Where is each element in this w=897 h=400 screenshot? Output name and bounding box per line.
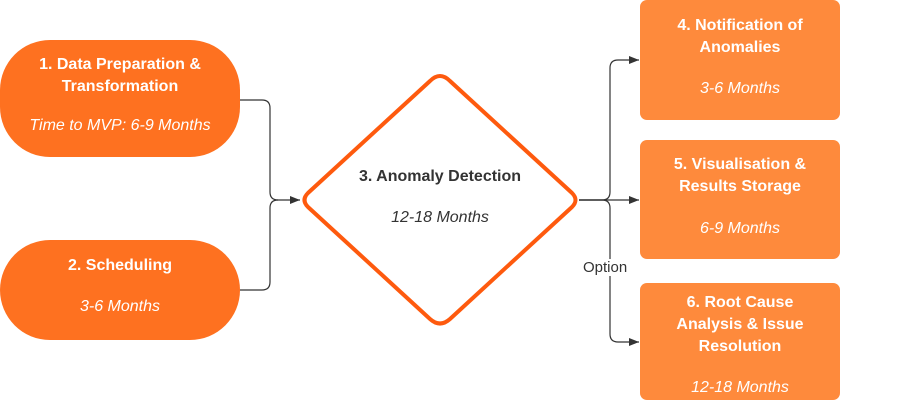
- node-duration: 12-18 Months: [391, 209, 489, 226]
- node-data-preparation[interactable]: 1. Data Preparation & Transformation Tim…: [0, 40, 240, 157]
- connector-2-to-3: [240, 199, 279, 291]
- node-duration: 6-9 Months: [699, 220, 781, 237]
- node-duration: 3-6 Months: [699, 80, 781, 97]
- node-root-cause[interactable]: 6. Root Cause Analysis & Issue Resolutio…: [640, 283, 840, 400]
- node-duration: Time to MVP: 6-9 Months: [29, 117, 211, 134]
- node-notification[interactable]: 4. Notification of Anomalies 3-6 Months: [640, 0, 840, 120]
- node-title: 6. Root Cause: [686, 294, 794, 311]
- node-visualisation[interactable]: 5. Visualisation & Results Storage 6-9 M…: [640, 140, 840, 259]
- diamond-anomaly-detection: [302, 73, 578, 326]
- edge-label-option: Option: [582, 259, 629, 276]
- node-scheduling[interactable]: 2. Scheduling 3-6 Months: [0, 240, 240, 340]
- node-title: 2. Scheduling: [67, 257, 172, 274]
- connector-3-to-4: [579, 56, 639, 201]
- node-title: 1. Data Preparation &: [39, 56, 201, 73]
- node-title: Analysis & Issue: [676, 316, 804, 333]
- node-anomaly-detection[interactable]: 3. Anomaly Detection 12-18 Months: [340, 166, 540, 228]
- node-title: 4. Notification of: [677, 17, 803, 34]
- node-title: Anomalies: [699, 39, 781, 56]
- node-title: 3. Anomaly Detection: [358, 168, 522, 185]
- node-title: 5. Visualisation &: [673, 156, 807, 173]
- node-duration: 3-6 Months: [79, 298, 161, 315]
- node-title: Results Storage: [679, 178, 801, 195]
- node-title: Resolution: [698, 338, 782, 355]
- connector-1-to-3: [240, 99, 300, 204]
- node-title: Transformation: [61, 78, 179, 95]
- node-duration: 12-18 Months: [691, 379, 789, 396]
